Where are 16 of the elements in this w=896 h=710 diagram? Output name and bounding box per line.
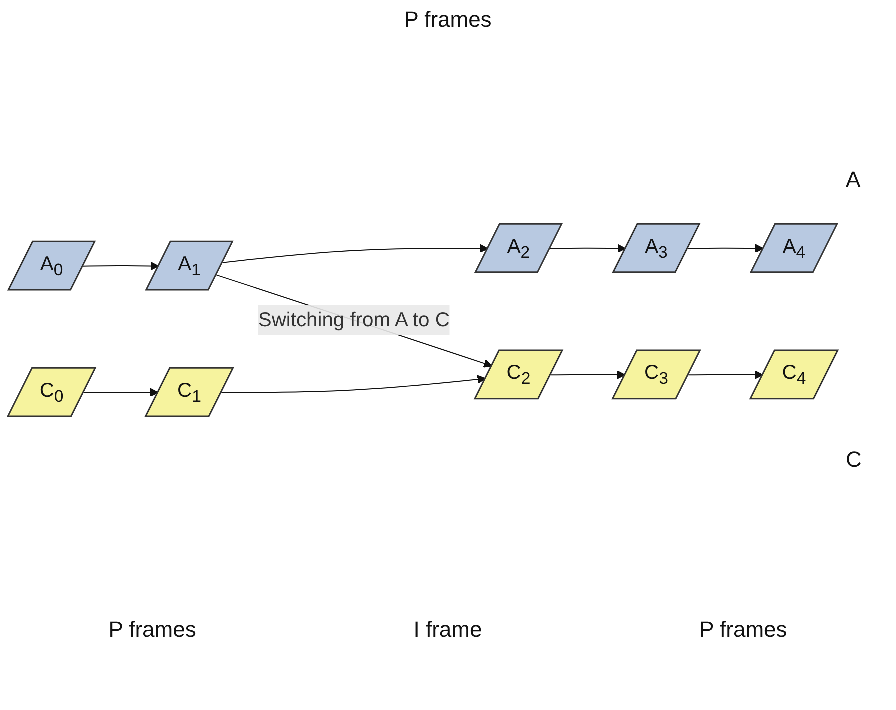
arrow <box>83 262 160 270</box>
row-label: A <box>846 167 862 193</box>
arrow <box>222 244 489 264</box>
frame-type-label: P frames <box>108 617 196 643</box>
arrow <box>688 370 764 380</box>
arrow <box>550 244 626 253</box>
arrow <box>550 370 626 380</box>
frame-type-label: I frame <box>414 617 482 643</box>
arrow <box>84 388 159 397</box>
edge-label: Switching from A to C <box>258 308 450 332</box>
arrow <box>222 374 486 394</box>
row-label: C <box>846 447 863 473</box>
arrow <box>216 274 493 368</box>
arrow <box>688 244 764 253</box>
frame-type-label: P frames <box>403 6 493 34</box>
frame-type-label: P frames <box>700 617 788 643</box>
